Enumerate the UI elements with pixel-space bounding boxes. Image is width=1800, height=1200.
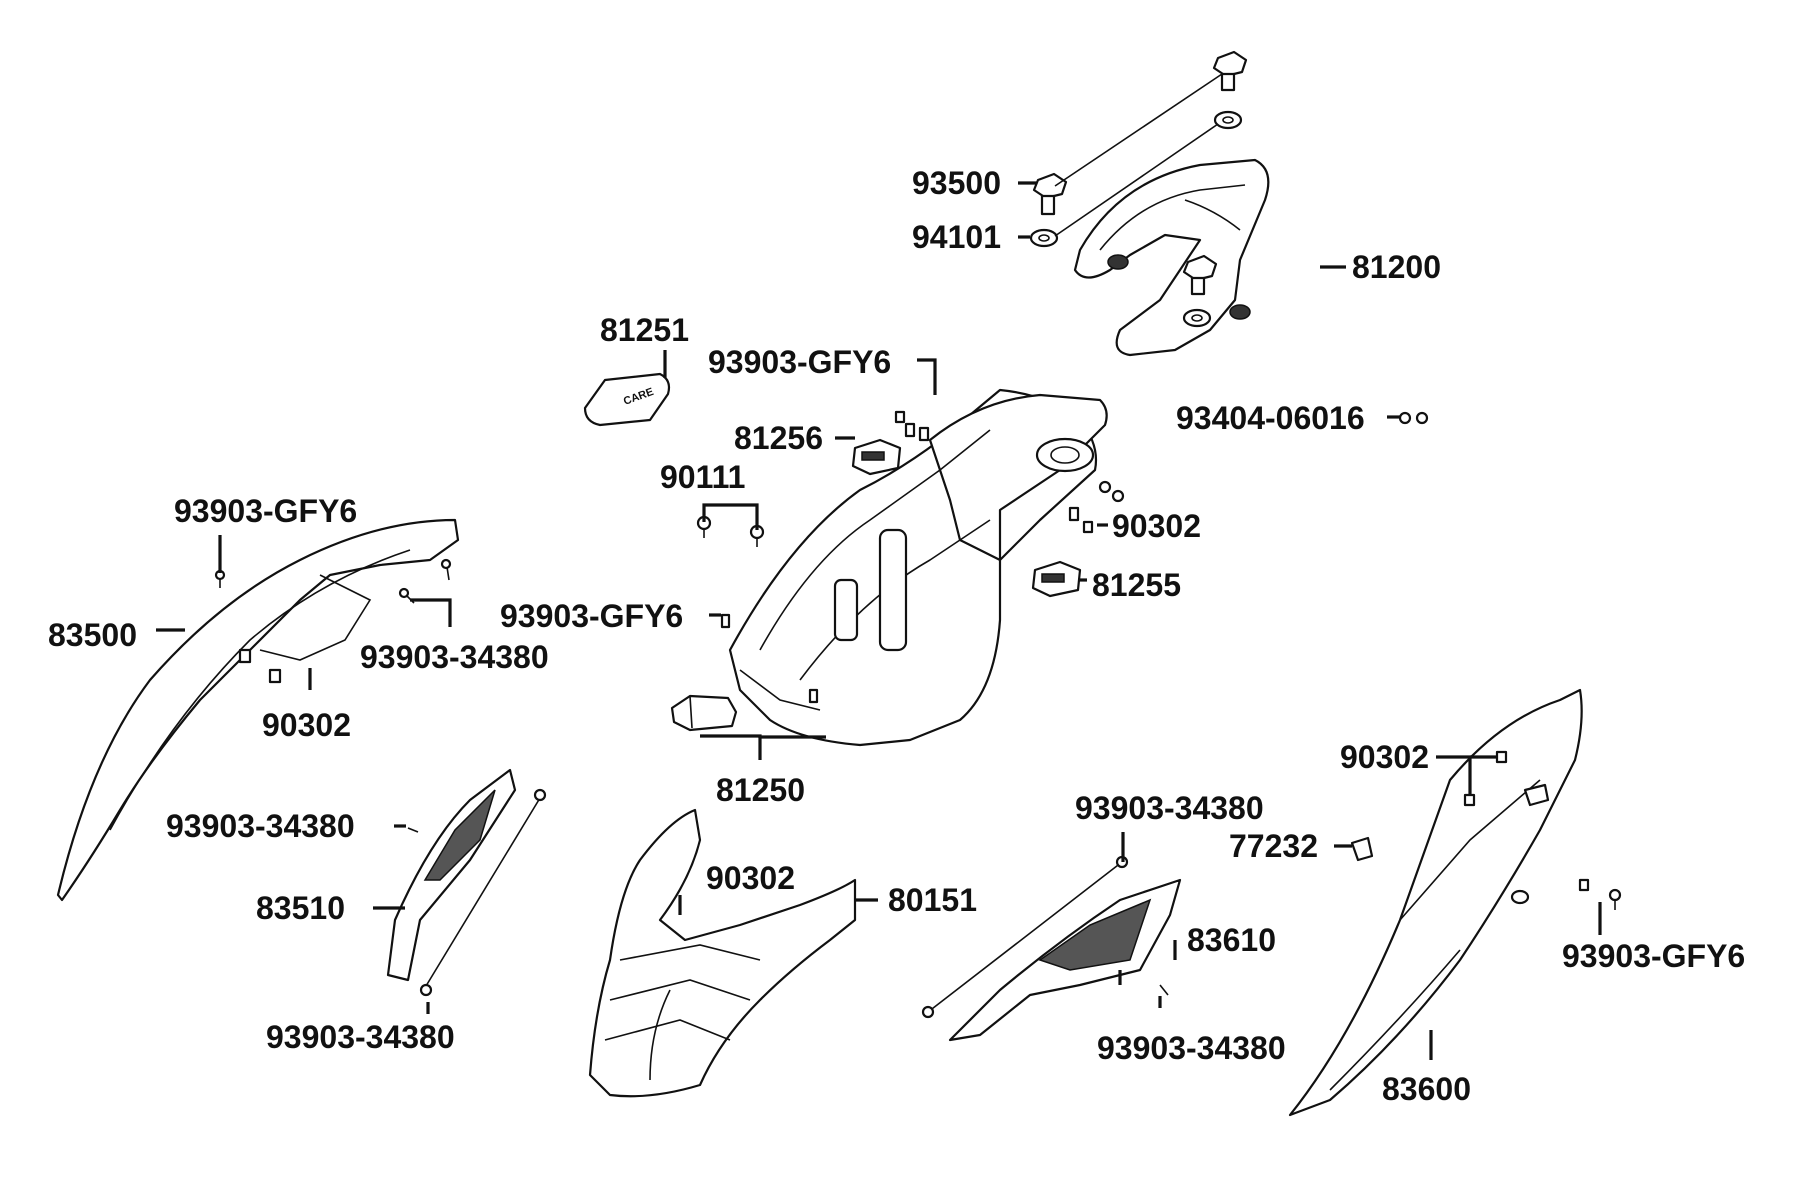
callout-93404-06016: 93404-06016 [1176,400,1365,436]
callout-81256: 81256 [734,420,823,456]
bolt-93500 [1032,50,1248,296]
small-fasteners [720,410,1429,704]
screws-90111 [696,515,765,547]
callout-93903-34380-e: 93903-34380 [1097,1030,1286,1066]
callout-93903-gfy6-top: 93903-GFY6 [708,344,892,380]
clip-77232 [1350,836,1374,862]
callout-93903-gfy6-right: 93903-GFY6 [1562,938,1746,974]
callout-93903-34380-c: 93903-34380 [166,808,355,844]
callout-83600: 83600 [1382,1071,1471,1107]
callout-90302-mid: 90302 [1112,508,1201,544]
callout-93903-34380-a: 93903-34380 [360,639,549,675]
callout-90111: 90111 [660,459,746,495]
callout-81251: 81251 [600,312,689,348]
callout-77232: 77232 [1229,828,1318,864]
bracket-81250-small [670,694,738,732]
clip-81256 [851,438,902,476]
callout-81250: 81250 [716,772,805,808]
callout-80151: 80151 [888,882,977,918]
washer-94101 [1029,110,1243,328]
callout-90302-right: 90302 [1340,739,1429,775]
side-cover-83600 [1288,688,1583,1117]
callout-93903-34380-b: 93903-34380 [1075,790,1264,826]
clip-81255 [1031,560,1082,598]
callout-93903-34380-d: 93903-34380 [266,1019,455,1055]
screw-93903-gfy6-right [1578,878,1622,910]
callout-81200: 81200 [1352,249,1441,285]
callout-93903-gfy6-center: 93903-GFY6 [500,598,684,634]
callout-93500: 93500 [912,165,1001,201]
callout-81255: 81255 [1092,567,1181,603]
callout-93903-gfy6-left: 93903-GFY6 [174,493,358,529]
callout-90302-left: 90302 [262,707,351,743]
leader-lines [156,181,1602,1060]
callout-94101: 94101 [912,219,1001,255]
callout-90302-front: 90302 [706,860,795,896]
callout-83500: 83500 [48,617,137,653]
rear-carrier-81200 [1073,158,1270,357]
lid-81251: CARE [583,372,671,427]
panel-83510 [386,768,517,982]
panel-83610 [948,878,1182,1042]
callout-83610: 83610 [1187,922,1276,958]
side-cover-83500 [56,518,460,902]
storage-box-81250 [728,388,1108,747]
front-panel-80151 [588,808,857,1098]
callout-83510: 83510 [256,890,345,926]
